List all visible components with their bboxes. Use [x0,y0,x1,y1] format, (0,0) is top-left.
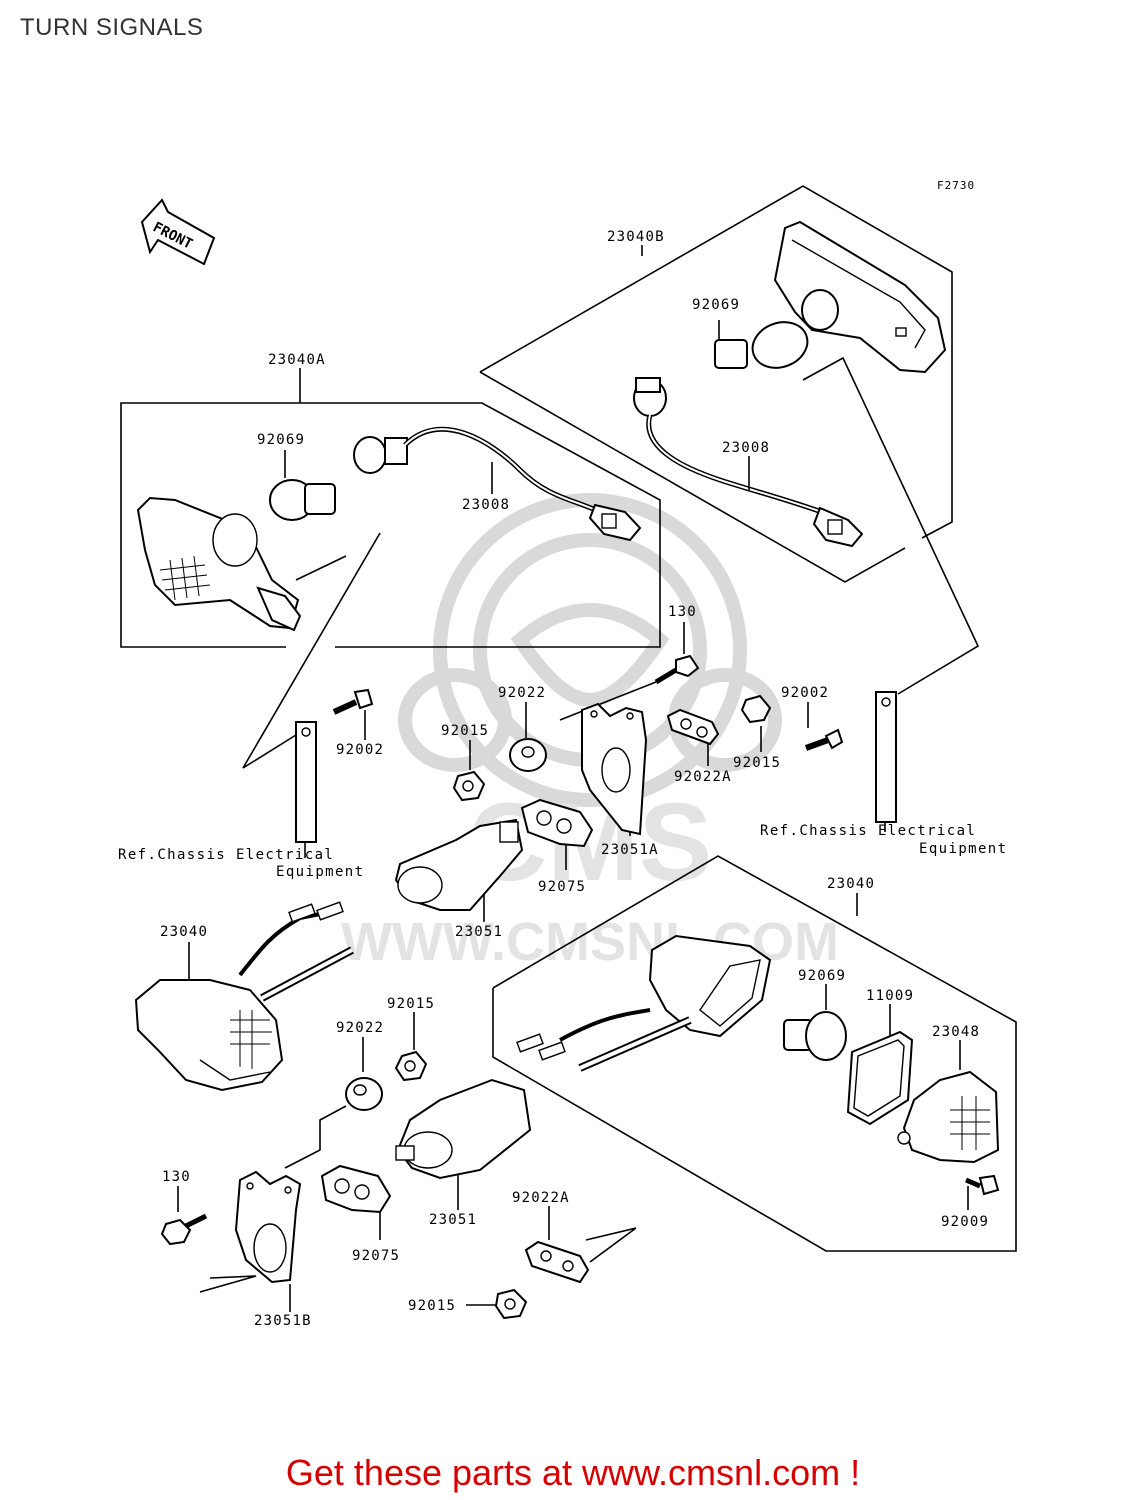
ref-right-line1: Ref.Chassis Electrical [760,823,976,839]
figure-code: F2730 [937,179,975,192]
label-92009: 92009 [941,1214,989,1230]
rear-left-lamp-lens [136,496,302,632]
cover-23051-upper [394,818,524,911]
rear-right-lamp-housing [773,220,947,374]
label-23008-rear-right: 23008 [722,440,770,456]
label-92022-lower: 92022 [336,1020,384,1036]
front-arrow-icon: FRONT [140,198,216,266]
screw-92009 [965,1174,1000,1196]
rear-right-assembly-outline [479,185,980,695]
label-23008-rear-left: 23008 [462,497,510,513]
rear-left-bulb [269,450,336,521]
nut-92015-upper [452,770,486,802]
bolt-130-upper [559,654,700,721]
nut-92015-lower [394,1050,428,1082]
label-130-lower: 130 [162,1169,191,1185]
washer-92022-upper [509,738,547,772]
label-92069-rear-right: 92069 [692,297,740,313]
label-92022a-lower: 92022A [512,1190,570,1206]
front-right-signal-housing [516,934,772,1072]
label-92022-upper: 92022 [498,685,546,701]
cta-link[interactable]: Get these parts at www.cmsnl.com ! [285,1452,861,1493]
bulb-92069-front [783,1011,847,1061]
label-11009: 11009 [866,988,914,1004]
label-23040-front-right: 23040 [827,876,875,892]
washer-92022-lower [345,1077,383,1111]
label-92015-rear-right: 92015 [733,755,781,771]
rear-left-assembly-outline [120,402,661,769]
ref-left-line1: Ref.Chassis Electrical [118,847,334,863]
nut-92015-rear-right [740,694,772,724]
plate-92022a-upper [666,708,720,746]
label-23051b: 23051B [254,1313,312,1329]
label-23048: 23048 [932,1024,980,1040]
label-23040a: 23040A [268,352,326,368]
label-92075-upper: 92075 [538,879,586,895]
rear-left-socket-wire [353,426,642,542]
gasket-11009 [846,1030,914,1126]
label-92015-lower: 92015 [387,996,435,1012]
label-23051a: 23051A [601,842,659,858]
page-title: TURN SIGNALS [20,14,204,41]
front-left-signal [134,901,354,1092]
front-right-assembly-outline [492,855,1017,1252]
ref-right-terminal [875,691,897,832]
bolt-92002-rear-left [332,688,374,715]
ref-left-line2: Equipment [276,864,364,880]
bolt-92002-rear-right [804,728,844,751]
plate-92022a-lower [524,1240,590,1284]
label-92002-rear-right: 92002 [781,685,829,701]
label-23040-front-left: 23040 [160,924,208,940]
label-92015-upper: 92015 [441,723,489,739]
rear-right-socket-wire [633,377,864,548]
label-92075-lower: 92075 [352,1248,400,1264]
rubber-92075-lower [320,1164,392,1214]
label-92069-rear-left: 92069 [257,432,305,448]
cover-23051-lower [395,1078,532,1180]
ref-left-terminal [295,721,317,858]
nut-92015-bottom [494,1288,528,1320]
label-130-upper: 130 [668,604,697,620]
rubber-92075-upper [520,798,594,848]
bracket-23051a [581,702,648,836]
ref-right-line2: Equipment [919,841,1007,857]
label-92022a-upper: 92022A [674,769,732,785]
rear-right-bulb [714,320,809,369]
label-92002-rear-left: 92002 [336,742,384,758]
lens-23048 [897,1070,1000,1164]
label-92069-front: 92069 [798,968,846,984]
label-23040b: 23040B [607,229,665,245]
bolt-130-lower [160,1213,208,1246]
label-23051-lower: 23051 [429,1212,477,1228]
label-23051-upper: 23051 [455,924,503,940]
bracket-23051b [234,1170,302,1284]
label-92015-bottom: 92015 [408,1298,456,1314]
